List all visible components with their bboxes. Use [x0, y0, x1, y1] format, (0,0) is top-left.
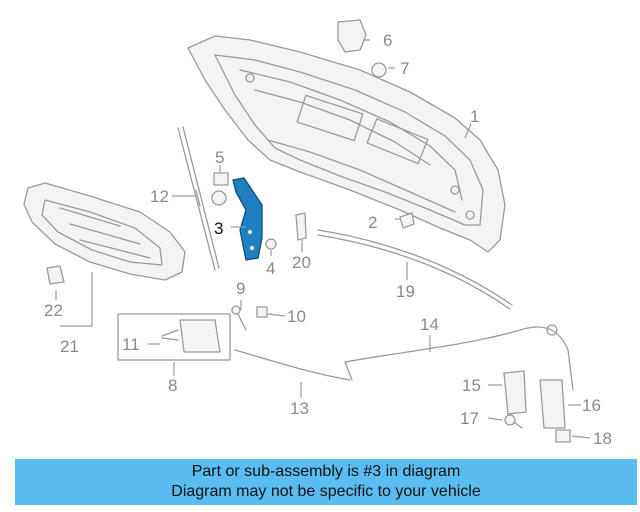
callout-7[interactable]: 7 [400, 59, 409, 78]
part-9-bolt[interactable] [231, 305, 247, 331]
callout-13[interactable]: 13 [290, 399, 309, 418]
part-18-clip[interactable] [555, 429, 571, 443]
hood-strut[interactable] [177, 126, 220, 271]
callout-15[interactable]: 15 [462, 376, 481, 395]
callouts: 1 2 3 4 5 6 7 8 9 10 11 12 13 14 15 16 1… [44, 31, 612, 448]
part-5-bumper[interactable] [211, 172, 229, 206]
callout-20[interactable]: 20 [292, 253, 311, 272]
callout-5[interactable]: 5 [215, 148, 224, 167]
callout-16[interactable]: 16 [582, 396, 601, 415]
hood-panel[interactable] [187, 35, 506, 253]
leader-lines [55, 39, 591, 439]
callout-1[interactable]: 1 [470, 107, 479, 126]
part-15-bracket[interactable] [503, 370, 527, 415]
callout-8[interactable]: 8 [168, 376, 177, 395]
callout-18[interactable]: 18 [593, 429, 612, 448]
callout-2[interactable]: 2 [368, 213, 377, 232]
callout-9[interactable]: 9 [236, 279, 245, 298]
part-22-clip[interactable] [46, 265, 65, 285]
part-6-latch[interactable] [337, 19, 367, 53]
part-2-bumper[interactable] [399, 212, 415, 229]
callout-4[interactable]: 4 [266, 259, 275, 278]
part-4-bolt[interactable] [265, 238, 277, 250]
callout-10[interactable]: 10 [287, 307, 306, 326]
callout-11[interactable]: 11 [122, 335, 140, 354]
hood-insulator[interactable] [23, 182, 186, 281]
callout-17[interactable]: 17 [460, 409, 479, 428]
release-cable-front[interactable] [234, 349, 353, 381]
callout-3[interactable]: 3 [214, 219, 223, 238]
part-16-latch[interactable] [539, 379, 566, 429]
part-8-assembly-box[interactable] [117, 313, 231, 361]
caption-bar: Part or sub-assembly is #3 in diagram Di… [15, 459, 637, 505]
hood-hinge-highlighted[interactable] [232, 177, 263, 261]
hood-seal[interactable] [317, 229, 513, 310]
callout-21[interactable]: 21 [60, 337, 79, 356]
callout-19[interactable]: 19 [396, 282, 415, 301]
callout-6[interactable]: 6 [383, 31, 392, 50]
part-17-bolt[interactable] [504, 414, 523, 429]
release-cable[interactable] [344, 324, 574, 391]
caption-line-1: Part or sub-assembly is #3 in diagram [191, 463, 461, 480]
caption-line-2: Diagram may not be specific to your vehi… [171, 483, 481, 500]
callout-12[interactable]: 12 [150, 187, 169, 206]
callout-22[interactable]: 22 [44, 301, 63, 320]
part-20-clip[interactable] [295, 212, 307, 241]
callout-14[interactable]: 14 [420, 315, 439, 334]
part-7-grommet[interactable] [371, 62, 387, 78]
part-10-nut[interactable] [256, 306, 268, 318]
